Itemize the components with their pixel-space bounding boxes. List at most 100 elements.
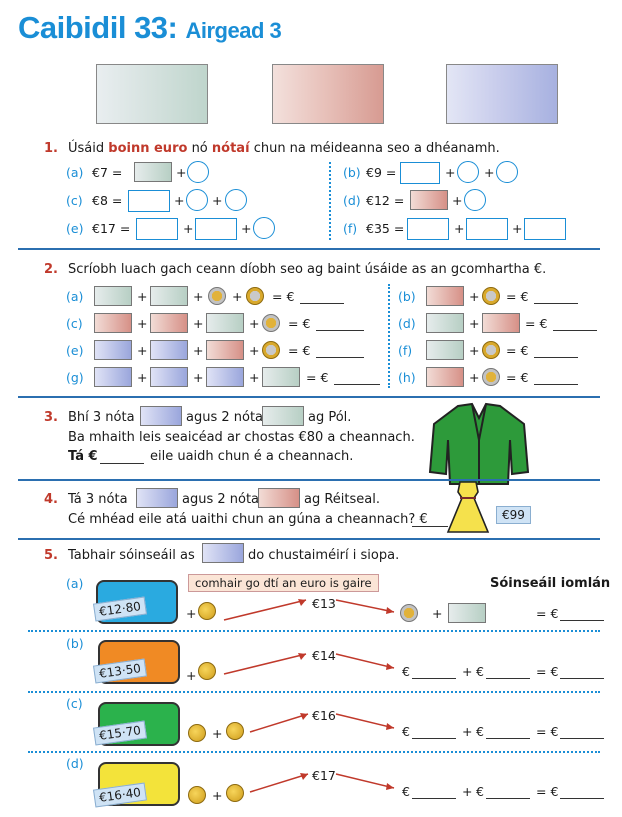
twenty-euro-note-icon: [94, 340, 132, 360]
q3-answer[interactable]: [100, 449, 144, 464]
q4-number: 4.: [44, 492, 58, 507]
ten-euro-note-icon: [426, 286, 464, 306]
twenty-euro-note-icon: [202, 543, 244, 563]
q1b-label: (b): [343, 165, 361, 180]
q1c-coin-circle-2[interactable]: [225, 189, 247, 211]
q1a-amount: €7 =: [92, 165, 123, 180]
q2c-answer[interactable]: [316, 316, 364, 331]
one-euro-coin-icon: [482, 287, 500, 305]
row-divider: [28, 751, 600, 753]
five-euro-note-image: [96, 64, 208, 124]
q5c-coins[interactable]: [412, 724, 456, 739]
gold-coin-icon: [226, 722, 244, 740]
row-divider: [28, 691, 600, 693]
q2d-answer[interactable]: [553, 316, 597, 331]
five-euro-note-icon: [448, 603, 486, 623]
one-euro-coin-icon: [246, 287, 264, 305]
ten-euro-note-icon: [94, 313, 132, 333]
two-euro-coin-icon: [400, 604, 418, 622]
ten-euro-note-icon: [410, 190, 448, 210]
q2-divider: [388, 284, 390, 388]
twenty-euro-note-image: [446, 64, 558, 124]
q5b-label: (b): [66, 636, 84, 651]
q1e-note-box-1[interactable]: [136, 218, 178, 240]
q2f-answer[interactable]: [534, 343, 578, 358]
q5d-notes[interactable]: [486, 784, 530, 799]
q2a-label: (a): [66, 289, 84, 304]
dress-icon: [446, 481, 490, 533]
ten-euro-note-icon: [426, 367, 464, 387]
gold-coin-icon: [226, 784, 244, 802]
q3-number: 3.: [44, 410, 58, 425]
q1-number: 1.: [44, 141, 58, 156]
q2c-label: (c): [66, 316, 83, 331]
one-euro-coin-icon: [482, 341, 500, 359]
section-rule: [18, 538, 600, 540]
q2d-label: (d): [398, 316, 416, 331]
q2b-answer[interactable]: [534, 289, 578, 304]
twenty-euro-note-icon: [140, 406, 182, 426]
q5d-target: €17: [312, 768, 336, 783]
q1e-label: (e): [66, 221, 84, 236]
gold-coin-icon: [198, 602, 216, 620]
q1e-coin-circle[interactable]: [253, 217, 275, 239]
q1c-coin-circle-1[interactable]: [186, 189, 208, 211]
q1c-label: (c): [66, 193, 83, 208]
q5b-target: €14: [312, 648, 336, 663]
page-title: Caibidil 33: Airgead 3: [18, 10, 282, 45]
q1b-coin-circle-1[interactable]: [457, 161, 479, 183]
q1f-note-box-1[interactable]: [407, 218, 449, 240]
ten-euro-note-icon: [150, 313, 188, 333]
q1c-note-box[interactable]: [128, 190, 170, 212]
q5d-label: (d): [66, 756, 84, 771]
one-euro-coin-icon: [262, 341, 280, 359]
q5a-total[interactable]: [560, 606, 604, 621]
gold-coin-icon: [188, 786, 206, 804]
q2a-answer[interactable]: [300, 289, 344, 304]
ten-euro-note-icon: [258, 488, 300, 508]
q1a-label: (a): [66, 165, 84, 180]
q2f-label: (f): [398, 343, 413, 358]
q5c-total[interactable]: [560, 724, 604, 739]
q5c-notes[interactable]: [486, 724, 530, 739]
q5a-target: €13: [312, 596, 336, 611]
q1b-coin-circle-2[interactable]: [496, 161, 518, 183]
q1d-coin-circle[interactable]: [464, 189, 486, 211]
five-euro-note-icon: [94, 286, 132, 306]
q1b-note-box[interactable]: [400, 162, 440, 184]
q5b-notes[interactable]: [486, 664, 530, 679]
q4-line2: Cé mhéad eile atá uaithi chun an gúna a …: [68, 512, 428, 527]
twenty-euro-note-icon: [150, 367, 188, 387]
twenty-euro-note-icon: [136, 488, 178, 508]
q5b-coins[interactable]: [412, 664, 456, 679]
q1-instruction: Úsáid boinn euro nó nótaí chun na méidea…: [68, 141, 500, 156]
q2e-answer[interactable]: [316, 343, 364, 358]
q5d-coins[interactable]: [412, 784, 456, 799]
five-euro-note-icon: [426, 340, 464, 360]
q1d-label: (d): [343, 193, 361, 208]
q1e-note-box-2[interactable]: [195, 218, 237, 240]
q5d-total[interactable]: [560, 784, 604, 799]
ten-euro-note-icon: [482, 313, 520, 333]
q2e-label: (e): [66, 343, 84, 358]
ten-euro-note-image: [272, 64, 384, 124]
q5a-label: (a): [66, 576, 84, 591]
q5c-target: €16: [312, 708, 336, 723]
q5b-total[interactable]: [560, 664, 604, 679]
q1e-amount: €17 =: [92, 221, 131, 236]
q1a-coin-circle[interactable]: [187, 161, 209, 183]
five-euro-note-icon: [262, 367, 300, 387]
q1f-note-box-2[interactable]: [466, 218, 508, 240]
q2h-answer[interactable]: [534, 370, 578, 385]
q2g-label: (g): [66, 370, 84, 385]
five-euro-note-icon: [150, 286, 188, 306]
ten-euro-note-icon: [206, 340, 244, 360]
jacket-icon: [428, 402, 530, 485]
q4-answer[interactable]: [412, 512, 448, 527]
q5-number: 5.: [44, 548, 58, 563]
gold-coin-icon: [188, 724, 206, 742]
five-euro-note-icon: [206, 313, 244, 333]
q2h-label: (h): [398, 370, 416, 385]
q2g-answer[interactable]: [334, 370, 380, 385]
q1f-note-box-3[interactable]: [524, 218, 566, 240]
